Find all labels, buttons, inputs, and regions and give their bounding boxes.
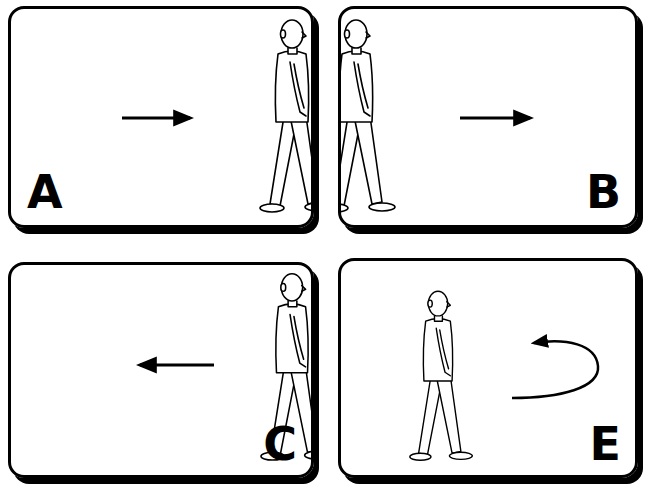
panel-letter: A	[27, 169, 63, 215]
comic-panel: A	[8, 6, 314, 228]
panel-letter: E	[590, 421, 621, 467]
walking-figure	[341, 20, 395, 212]
direction-arrow	[122, 117, 190, 120]
walking-figure	[260, 20, 311, 212]
direction-arrow	[140, 364, 214, 367]
walking-figure	[410, 291, 472, 460]
comic-panel: C	[8, 262, 314, 478]
panel-letter: B	[586, 169, 621, 215]
comic-panel: B	[338, 6, 638, 228]
u-turn-arrow	[512, 341, 598, 398]
panel-letter: C	[263, 421, 297, 467]
direction-arrow	[460, 117, 530, 120]
comic-panel: E	[338, 258, 638, 478]
